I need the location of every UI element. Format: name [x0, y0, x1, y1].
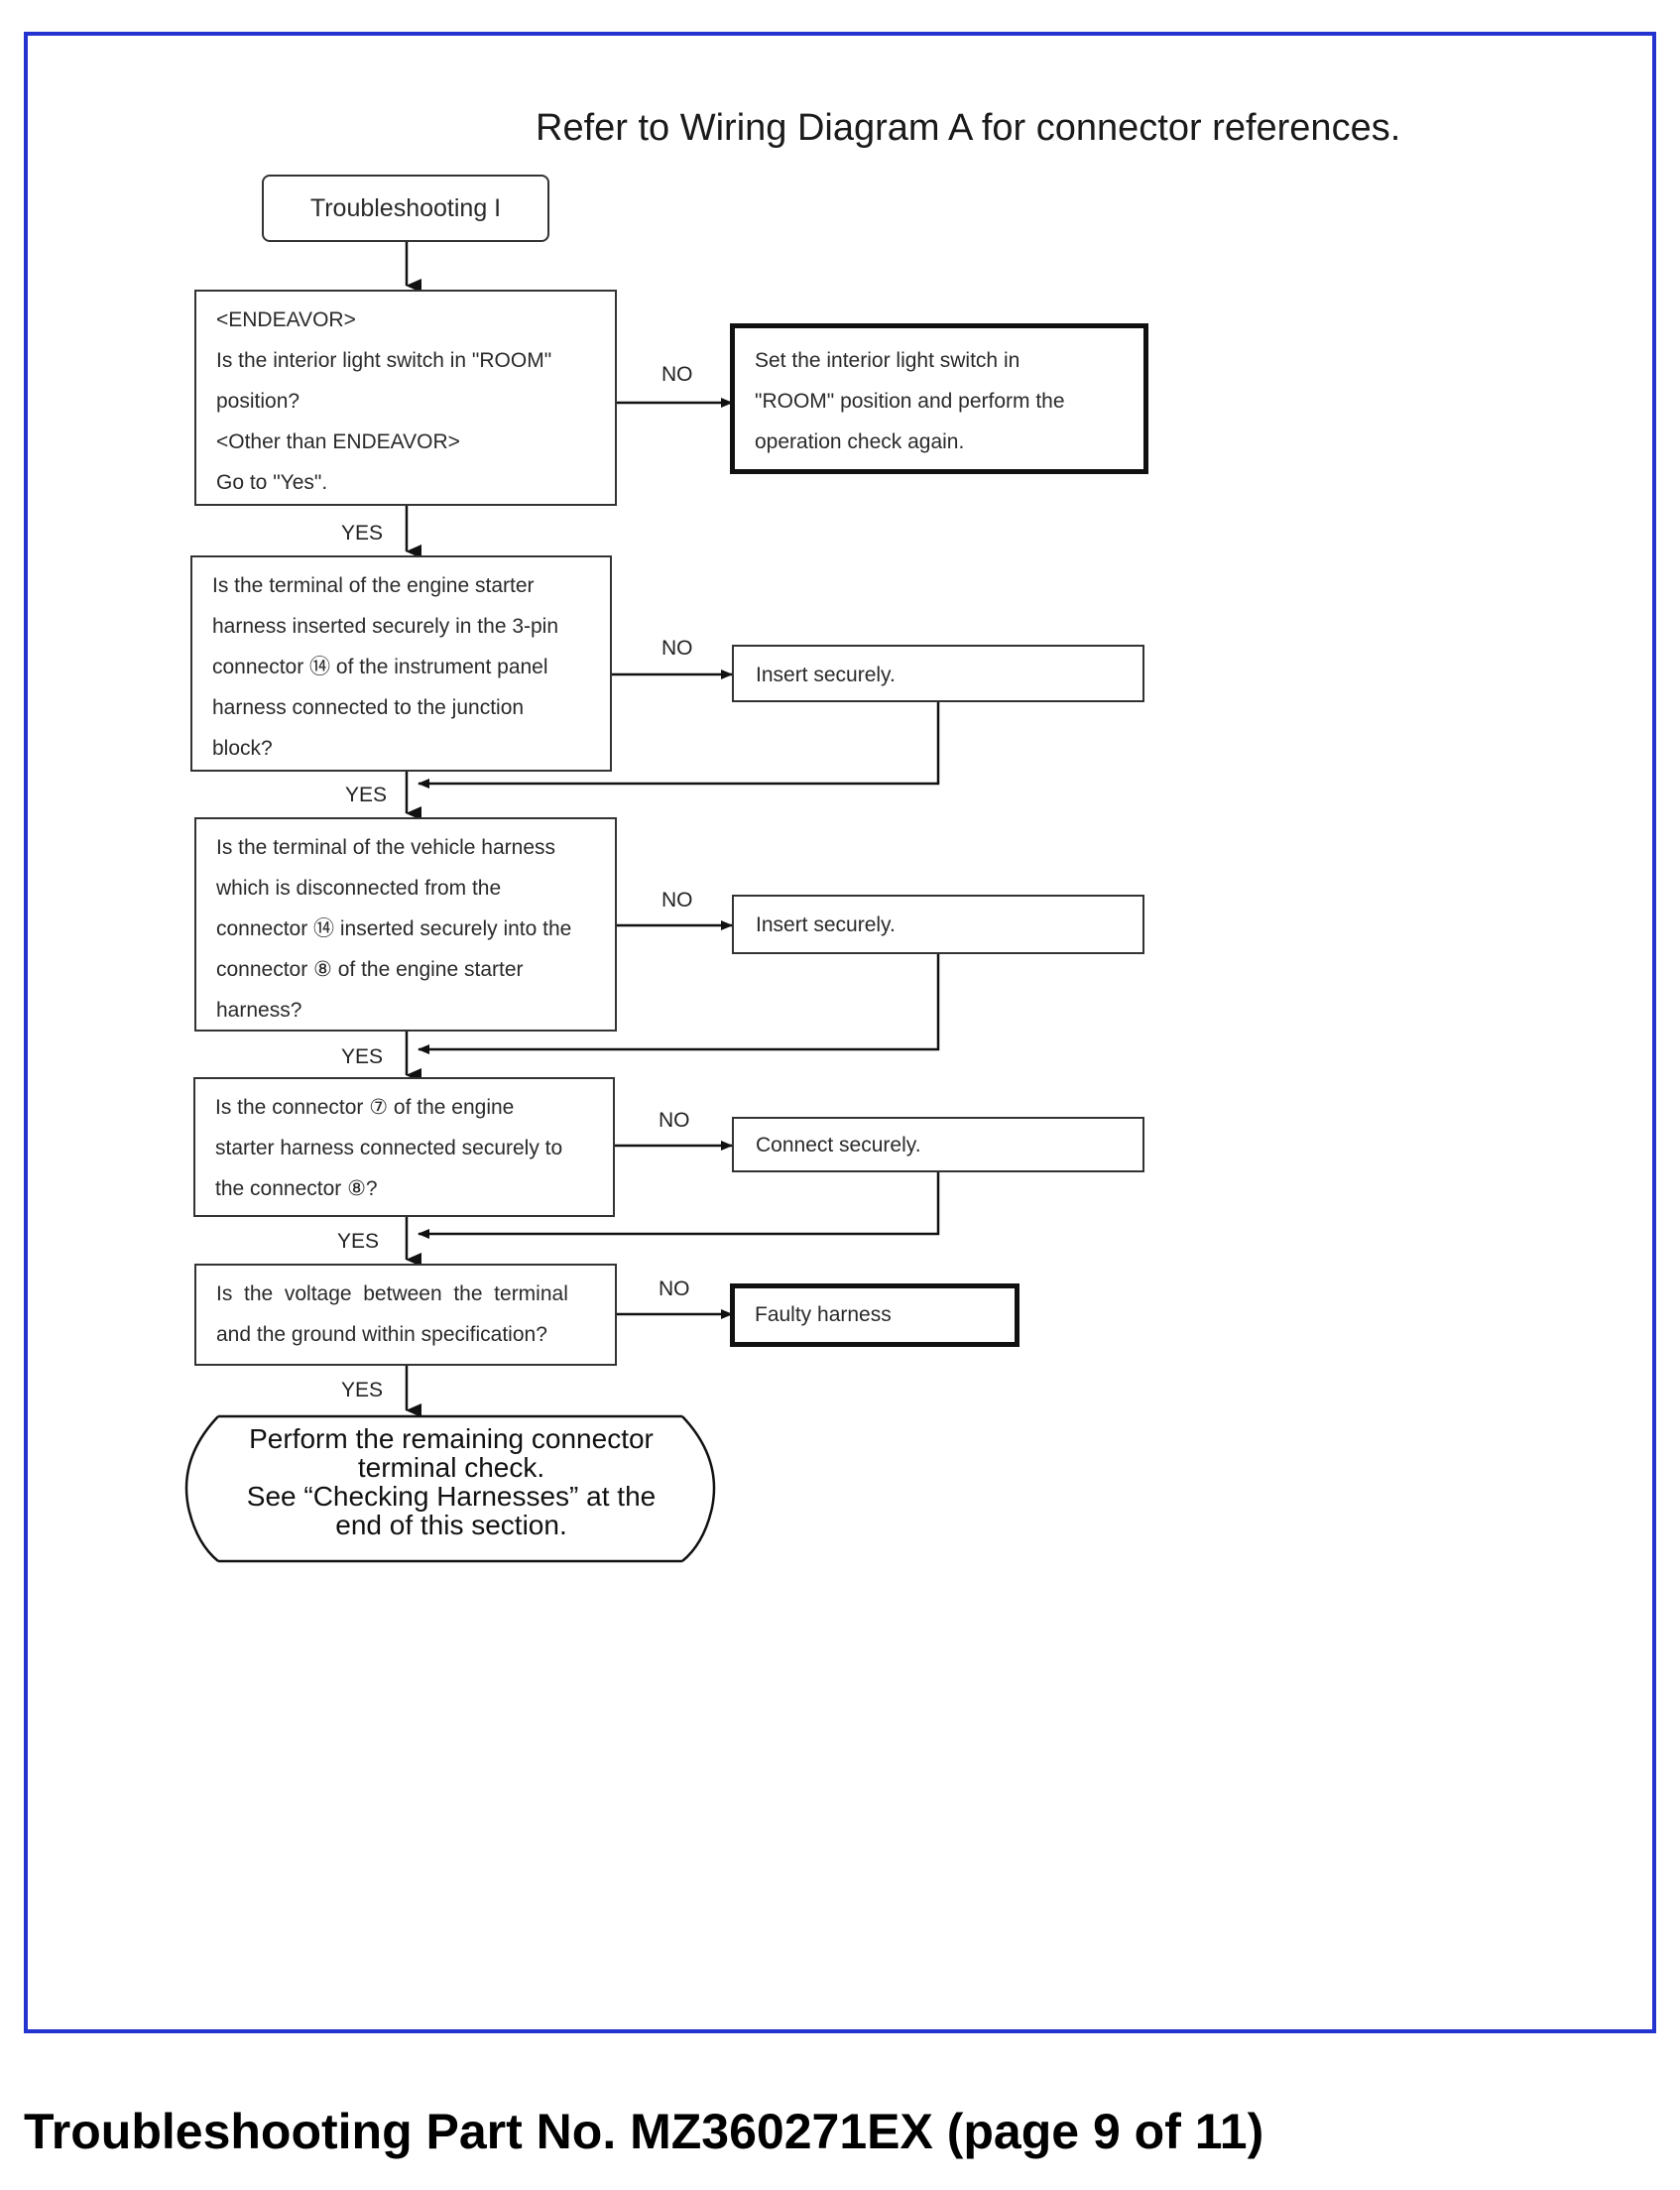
yes-label-3: YES [341, 1045, 384, 1068]
return-step4 [418, 1172, 940, 1239]
yes-label-5: YES [341, 1379, 384, 1401]
question-box-1: <ENDEAVOR> Is the interior light switch … [194, 290, 617, 506]
end-line: end of this section. [335, 1510, 567, 1540]
wiring-diagram-note: Refer to Wiring Diagram A for connector … [536, 107, 1401, 149]
start-node: Troubleshooting I [262, 175, 549, 242]
end-line: terminal check. [357, 1452, 545, 1483]
question-2-line: connector ⑭ of the instrument panel [212, 656, 548, 678]
action-4-line: Connect securely. [756, 1134, 921, 1156]
end-node: Perform the remaining connector terminal… [193, 1424, 709, 1539]
action-5-line: Faulty harness [755, 1303, 892, 1326]
return-step2 [418, 702, 940, 789]
page-caption: Troubleshooting Part No. MZ360271EX (pag… [24, 2104, 1264, 2159]
yes-label-4: YES [337, 1230, 380, 1253]
question-3-line: connector ⑧ of the engine starter [216, 958, 524, 981]
page-frame [24, 32, 1656, 2033]
action-1-line: "ROOM" position and perform the [755, 390, 1065, 413]
action-3-line: Insert securely. [756, 913, 896, 936]
no-label-4: NO [659, 1109, 690, 1132]
question-1-line: <Other than ENDEAVOR> [216, 430, 460, 453]
no-label-5: NO [659, 1278, 690, 1300]
action-box-1: Set the interior light switch in "ROOM" … [730, 323, 1148, 474]
question-4-line: starter harness connected securely to [215, 1137, 563, 1159]
no-label-3: NO [661, 889, 693, 912]
question-1-line: <ENDEAVOR> [216, 308, 356, 331]
action-1-line: Set the interior light switch in [755, 349, 1020, 372]
question-3-line: which is disconnected from the [216, 877, 502, 900]
action-box-3: Insert securely. [732, 895, 1144, 954]
question-5-line: and the ground within specification? [216, 1323, 547, 1346]
action-1-line: operation check again. [755, 430, 965, 453]
return-step3 [418, 954, 940, 1054]
question-2-line: block? [212, 737, 273, 760]
question-5-line: Is the voltage between the terminal [216, 1282, 568, 1305]
yes-label-2: YES [345, 784, 388, 806]
end-line: Perform the remaining connector [249, 1423, 654, 1454]
question-2-line: harness inserted securely in the 3-pin [212, 615, 559, 638]
question-3-line: harness? [216, 999, 302, 1022]
question-1-line: Go to "Yes". [216, 471, 328, 494]
action-box-2: Insert securely. [732, 645, 1144, 702]
question-2-line: Is the terminal of the engine starter [212, 574, 535, 597]
end-line: See “Checking Harnesses” at the [246, 1481, 657, 1512]
question-2-line: harness connected to the junction [212, 696, 525, 719]
question-4-line: the connector ⑧? [215, 1177, 378, 1200]
question-box-3: Is the terminal of the vehicle harness w… [194, 817, 617, 1032]
yes-label-1: YES [341, 522, 384, 545]
question-box-5: Is the voltage between the terminal and … [194, 1264, 617, 1366]
question-box-2: Is the terminal of the engine starter ha… [190, 555, 612, 772]
question-4-line: Is the connector ⑦ of the engine [215, 1096, 515, 1119]
question-1-line: Is the interior light switch in "ROOM" [216, 349, 552, 372]
question-3-line: connector ⑭ inserted securely into the [216, 917, 572, 940]
action-box-4: Connect securely. [732, 1117, 1144, 1172]
end-node-outline [184, 1414, 716, 1563]
question-box-4: Is the connector ⑦ of the engine starter… [193, 1077, 615, 1217]
no-label-2: NO [661, 637, 693, 660]
action-box-5: Faulty harness [730, 1283, 1020, 1347]
question-1-line: position? [216, 390, 300, 413]
no-label-1: NO [661, 363, 693, 386]
action-2-line: Insert securely. [756, 664, 896, 686]
question-3-line: Is the terminal of the vehicle harness [216, 836, 556, 859]
